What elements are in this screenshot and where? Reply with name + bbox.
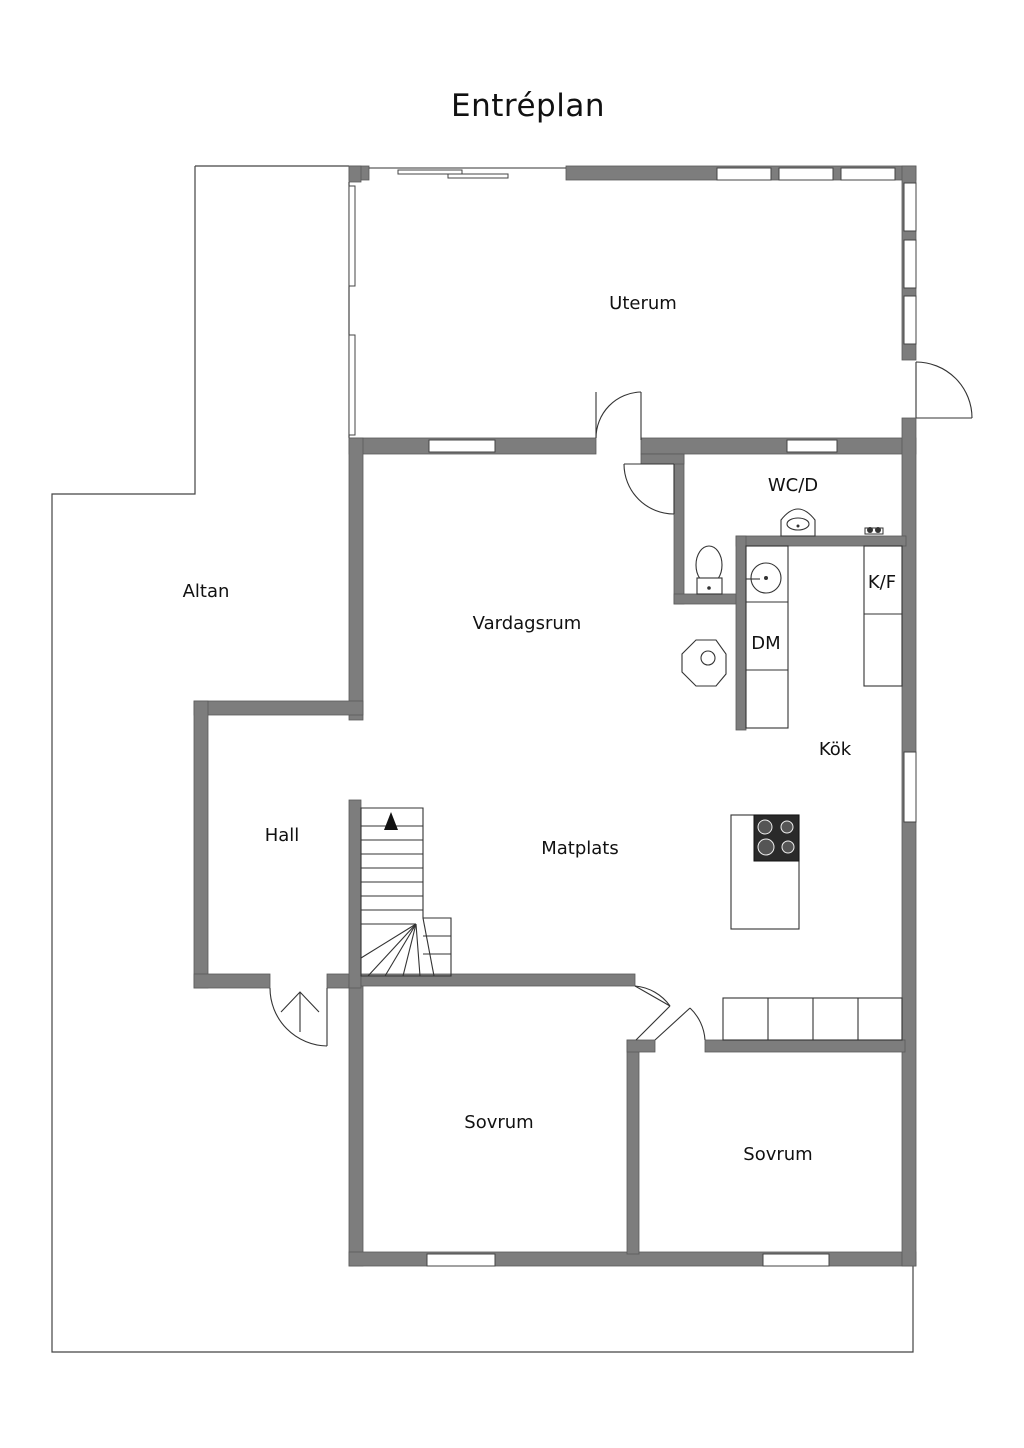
room-label-vardagsrum: Vardagsrum xyxy=(473,613,582,634)
sliding-door xyxy=(369,167,566,179)
interior-walls xyxy=(348,453,907,1255)
page-title: Entréplan xyxy=(451,88,605,124)
room-label-altan: Altan xyxy=(183,581,230,602)
interior-doors xyxy=(595,391,706,1041)
entrance-arrow-icon xyxy=(280,991,320,1032)
room-label-kf: K/F xyxy=(868,572,896,593)
house-windows xyxy=(426,439,917,1267)
room-label-wc: WC/D xyxy=(768,475,818,496)
fireplace-icon xyxy=(681,639,727,687)
staircase xyxy=(360,807,452,977)
uterum-walls xyxy=(348,165,917,361)
kitchen-counter-right xyxy=(863,545,903,687)
room-label-dm: DM xyxy=(751,633,780,654)
uterum-left-glazing xyxy=(348,182,356,438)
room-label-uterum: Uterum xyxy=(609,293,677,314)
valve-icon xyxy=(864,527,884,535)
room-label-kok: Kök xyxy=(819,739,852,760)
sink-icon xyxy=(746,562,782,594)
room-label-sovrum-1: Sovrum xyxy=(464,1112,533,1133)
toilet-icon xyxy=(695,545,723,595)
altan-outline xyxy=(51,165,914,1353)
kitchen-island xyxy=(730,814,800,930)
wc-fixtures xyxy=(695,508,884,595)
uterum-door xyxy=(915,361,973,419)
stair-arrow-icon xyxy=(384,812,398,830)
room-label-matplats: Matplats xyxy=(541,838,619,859)
wardrobes xyxy=(722,997,903,1041)
room-label-hall: Hall xyxy=(265,825,300,846)
room-label-sovrum-2: Sovrum xyxy=(743,1144,812,1165)
entrance-door xyxy=(269,987,328,1047)
stove-icon xyxy=(753,814,800,862)
kitchen-counter-left xyxy=(745,545,789,729)
uterum-windows xyxy=(716,167,917,345)
